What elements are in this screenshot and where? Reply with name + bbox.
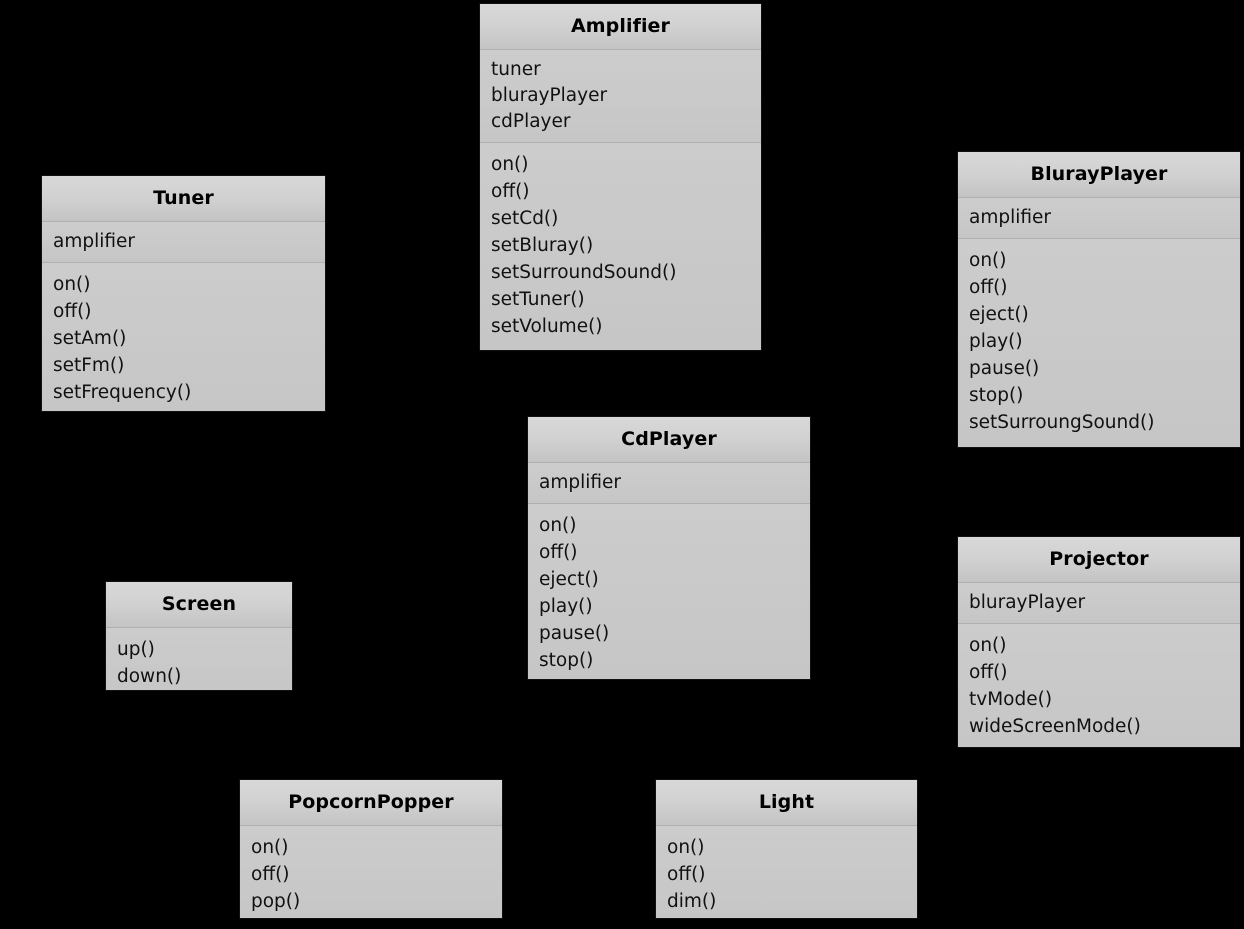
method-item: stop() — [969, 385, 1024, 406]
attributes-compartment-cdplayer: amplifier — [528, 463, 810, 504]
method-item: off() — [539, 542, 578, 563]
method-item: on() — [667, 837, 705, 858]
methods-compartment-blurayplayer: on() off() eject() play() pause() stop() setSu… — [958, 239, 1240, 447]
method-item: setVolume() — [491, 316, 603, 337]
method-item: setSurroundSound() — [491, 262, 677, 283]
methods-compartment-popcornpopper: on() off() pop() — [240, 826, 502, 918]
uml-class-tuner[interactable]: Tuner amplifier on() off() setAm() setFm() set… — [41, 175, 326, 412]
method-item: tvMode() — [969, 689, 1053, 710]
class-name-projector: Projector — [958, 537, 1240, 583]
method-item: play() — [539, 596, 593, 617]
attributes-compartment-amplifier: tuner blurayPlayer cdPlayer — [480, 50, 761, 143]
method-item: on() — [53, 274, 91, 295]
method-item: dim() — [667, 891, 717, 912]
attribute-item: amplifier — [53, 231, 136, 252]
method-item: setSurroungSound() — [969, 412, 1155, 433]
method-item: play() — [969, 331, 1023, 352]
attribute-item: cdPlayer — [491, 111, 571, 132]
attributes-compartment-blurayplayer: amplifier — [958, 198, 1240, 239]
method-item: setAm() — [53, 328, 127, 349]
uml-class-light[interactable]: Light on() off() dim() — [655, 779, 918, 919]
method-item: off() — [251, 864, 290, 885]
method-item: down() — [117, 666, 182, 687]
class-name-screen: Screen — [106, 582, 292, 628]
method-item: setFrequency() — [53, 382, 192, 403]
class-name-tuner: Tuner — [42, 176, 325, 222]
class-name-cdplayer: CdPlayer — [528, 417, 810, 463]
method-item: pop() — [251, 891, 301, 912]
method-item: eject() — [539, 569, 599, 590]
methods-compartment-amplifier: on() off() setCd() setBluray() setSurroundSo… — [480, 143, 761, 350]
method-item: setTuner() — [491, 289, 585, 310]
method-item: off() — [667, 864, 706, 885]
method-item: pause() — [969, 358, 1040, 379]
attribute-item: blurayPlayer — [969, 592, 1086, 613]
methods-compartment-light: on() off() dim() — [656, 826, 917, 918]
methods-compartment-screen: up() down() — [106, 628, 292, 690]
attribute-item: blurayPlayer — [491, 85, 608, 106]
method-item: stop() — [539, 650, 594, 671]
attributes-compartment-projector: blurayPlayer — [958, 583, 1240, 624]
uml-class-popcornpopper[interactable]: PopcornPopper on() off() pop() — [239, 779, 503, 919]
uml-class-cdplayer[interactable]: CdPlayer amplifier on() off() eject() play() p… — [527, 416, 811, 680]
uml-class-amplifier[interactable]: Amplifier tuner blurayPlayer cdPlayer on() of… — [479, 3, 762, 351]
class-name-popcornpopper: PopcornPopper — [240, 780, 502, 826]
class-name-amplifier: Amplifier — [480, 4, 761, 50]
method-item: off() — [969, 277, 1008, 298]
attributes-compartment-tuner: amplifier — [42, 222, 325, 263]
methods-compartment-cdplayer: on() off() eject() play() pause() stop() — [528, 504, 810, 679]
method-item: off() — [491, 181, 530, 202]
class-name-blurayplayer: BlurayPlayer — [958, 152, 1240, 198]
attribute-item: amplifier — [539, 472, 622, 493]
uml-class-projector[interactable]: Projector blurayPlayer on() off() tvMode() wi… — [957, 536, 1241, 748]
attribute-item: tuner — [491, 59, 541, 80]
method-item: off() — [969, 662, 1008, 683]
method-item: wideScreenMode() — [969, 716, 1141, 737]
attribute-item: amplifier — [969, 207, 1052, 228]
method-item: up() — [117, 639, 155, 660]
method-item: on() — [539, 515, 577, 536]
uml-class-screen[interactable]: Screen up() down() — [105, 581, 293, 691]
method-item: eject() — [969, 304, 1029, 325]
method-item: setCd() — [491, 208, 559, 229]
class-name-light: Light — [656, 780, 917, 826]
method-item: on() — [969, 635, 1007, 656]
method-item: setFm() — [53, 355, 125, 376]
method-item: on() — [251, 837, 289, 858]
method-item: setBluray() — [491, 235, 594, 256]
method-item: pause() — [539, 623, 610, 644]
method-item: off() — [53, 301, 92, 322]
uml-class-blurayplayer[interactable]: BlurayPlayer amplifier on() off() eject() pla… — [957, 151, 1241, 448]
method-item: on() — [491, 154, 529, 175]
methods-compartment-projector: on() off() tvMode() wideScreenMode() — [958, 624, 1240, 747]
method-item: on() — [969, 250, 1007, 271]
methods-compartment-tuner: on() off() setAm() setFm() setFrequency() — [42, 263, 325, 411]
